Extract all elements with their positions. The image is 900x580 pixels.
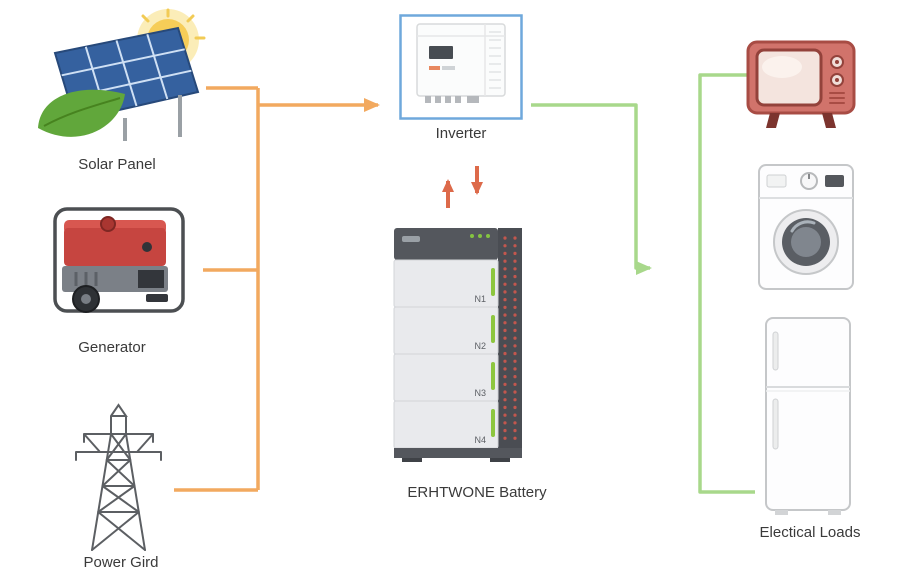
generator-foot: [146, 294, 168, 302]
washer-door-highlight: [790, 220, 816, 233]
battery-module-2: N2: [393, 306, 499, 355]
leaf-vein: [43, 97, 121, 127]
tower-arms: [75, 433, 162, 461]
generator-label: Generator: [78, 339, 146, 356]
tv-icon: [746, 40, 856, 128]
generator-grill: [138, 270, 164, 288]
battery-terminal-dots: [503, 236, 517, 442]
inverter-to-loads-lines: [531, 73, 755, 494]
generator-frame: [53, 207, 185, 313]
fridge-handle-top: [772, 331, 779, 371]
tower-peak: [110, 403, 128, 435]
tower-lattice: [91, 433, 146, 551]
tower-legs: [91, 433, 146, 551]
refrigerator-icon: [765, 317, 851, 515]
battery-module-1: N1: [393, 259, 499, 308]
battery-base: [394, 448, 522, 458]
fuel-cap: [100, 216, 116, 232]
tv-leg-right: [822, 113, 836, 128]
fridge-foot-right: [828, 510, 841, 515]
inverter-body: [416, 23, 506, 97]
module-led-strip: [491, 362, 495, 390]
fridge-foot-left: [775, 510, 788, 515]
tv-leg-left: [766, 113, 780, 128]
battery-logo: [402, 236, 420, 242]
inverter-label: Inverter: [435, 125, 487, 142]
module-label: N1: [474, 294, 486, 304]
panel-stand: [123, 95, 182, 141]
module-led-strip: [491, 315, 495, 343]
inverter-icon: [399, 14, 523, 120]
power-grid-label: Power Gird: [83, 554, 159, 571]
wheel-hub: [81, 294, 91, 304]
battery-top-cap: [394, 228, 498, 260]
module-led-strip: [491, 268, 495, 296]
module-label: N3: [474, 388, 486, 398]
loads-feed-arrow: [531, 103, 652, 275]
sources-to-inverter-lines: [174, 86, 380, 492]
sun-rays-icon: [141, 8, 206, 40]
tv-knob-bottom-dot: [835, 78, 839, 82]
fridge-body: [765, 317, 851, 511]
battery-status-leds: [470, 234, 490, 238]
battery-foot-right: [490, 458, 510, 462]
washer-display: [825, 175, 844, 187]
tv-speaker-lines: [829, 92, 845, 104]
module-led-strip: [491, 409, 495, 437]
power-grid-icon: [75, 403, 162, 551]
washer-dial: [800, 172, 818, 190]
washer-drawer: [766, 174, 787, 188]
solar-panel-label: Solar Panel: [78, 156, 156, 173]
module-label: N4: [474, 435, 486, 445]
inverter-logo-bar: [442, 66, 455, 70]
solar-panel-icon: [38, 8, 206, 141]
inverter-logo-accent: [429, 66, 440, 70]
inverter-battery-arrows: [442, 166, 483, 208]
tv-knob-top-dot: [835, 60, 839, 64]
inverter-connectors: [425, 96, 479, 103]
tv-screen-highlight: [762, 56, 802, 78]
battery-modules: N1 N2 N3 N4: [393, 259, 499, 449]
loads-bus-line: [698, 73, 755, 494]
leaf-icon: [38, 89, 125, 137]
battery-module-4: N4: [393, 400, 499, 449]
washer-drum: [791, 227, 821, 257]
battery-module-3: N3: [393, 353, 499, 402]
washing-machine-icon: [758, 164, 854, 290]
generator-button: [142, 242, 152, 252]
generator-icon: [53, 207, 185, 313]
battery-label: ERHTWONE Battery: [407, 484, 547, 501]
base-vents: [74, 272, 98, 286]
fridge-handle-bottom: [772, 398, 779, 450]
battery-foot-left: [402, 458, 422, 462]
battery-icon: N1 N2 N3 N4: [393, 228, 522, 462]
module-label: N2: [474, 341, 486, 351]
battery-side-panel: [498, 228, 522, 448]
inverter-vents: [489, 31, 501, 89]
generator-cover: [64, 228, 166, 266]
electrical-loads-label: Electical Loads: [759, 524, 861, 541]
inverter-display: [429, 46, 453, 59]
